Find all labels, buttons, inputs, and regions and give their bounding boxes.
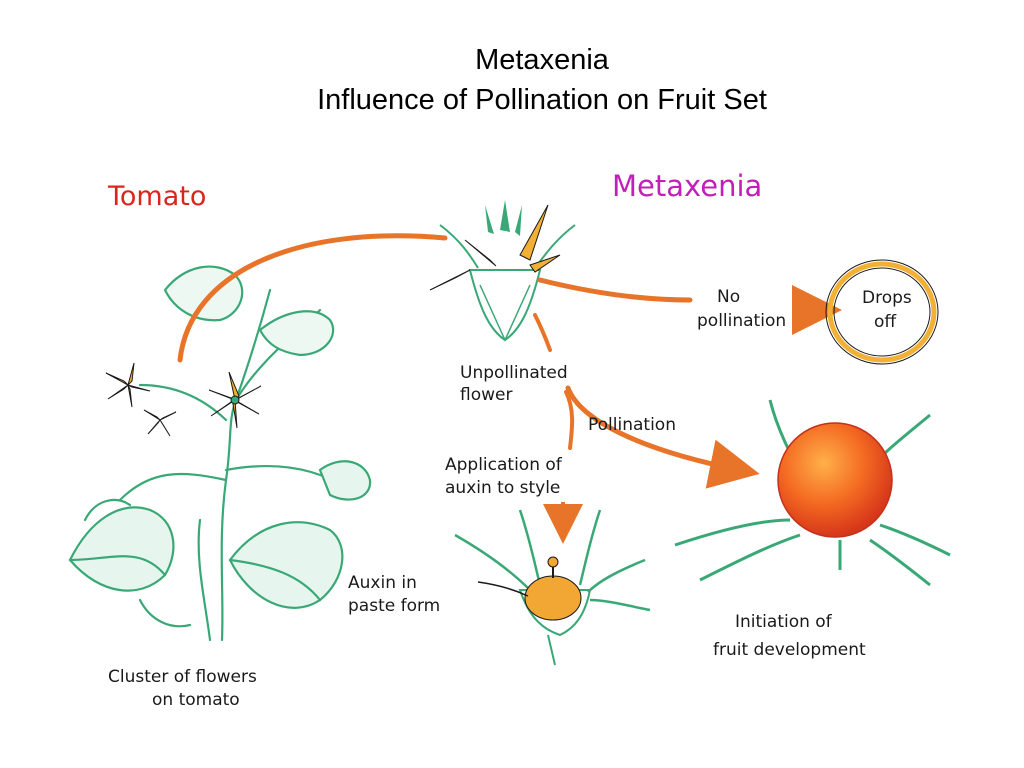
- pollination-label: Pollination: [588, 415, 676, 435]
- tomato-label: Tomato: [107, 181, 206, 212]
- title-line-2: Influence of Pollination on Fruit Set: [317, 84, 767, 116]
- drops-off-label-line-2: off: [874, 312, 897, 332]
- arrow-no-pollination: [537, 277, 693, 303]
- unpollinated-label-line-1: Unpollinated: [460, 363, 568, 383]
- unpollinated-flower-illustration: [429, 200, 576, 342]
- application-label-line-1: Application of: [445, 455, 563, 475]
- auxin-flower-illustration: [454, 509, 651, 666]
- initiation-label-line-1: Initiation of: [735, 612, 833, 632]
- arrow-to-auxin-application: [564, 390, 575, 450]
- metaxenia-label: Metaxenia: [612, 169, 762, 203]
- arc-arrow-to-flower: [177, 233, 448, 363]
- tomato-flower-center: [208, 371, 262, 429]
- tomato-plant-illustration: [68, 265, 372, 642]
- cluster-label-line-1: Cluster of flowers: [108, 667, 257, 687]
- auxin-paste-label-line-1: Auxin in: [348, 573, 417, 593]
- application-label-line-2: auxin to style: [445, 478, 560, 498]
- arrow-pollination: [565, 385, 760, 489]
- initiation-label-line-2: fruit development: [713, 640, 866, 660]
- fruit-illustration: [674, 399, 951, 587]
- drops-off-label-line-1: Drops: [862, 288, 912, 308]
- no-pollination-label-line-2: pollination: [697, 311, 786, 331]
- pointer-line-auxin-paste: [477, 581, 529, 597]
- auxin-paste-label-line-2: paste form: [348, 596, 440, 616]
- drops-off-ring: [825, 259, 939, 365]
- title-line-1: Metaxenia: [475, 44, 609, 76]
- cluster-label-line-2: on tomato: [152, 690, 240, 710]
- tomato-flower-left: [105, 362, 177, 437]
- slide-title: Metaxenia Influence of Pollination on Fr…: [0, 40, 1024, 120]
- arrow-flower-to-label: [533, 313, 552, 352]
- unpollinated-label-line-2: flower: [460, 385, 512, 405]
- no-pollination-label-line-1: No: [717, 287, 740, 307]
